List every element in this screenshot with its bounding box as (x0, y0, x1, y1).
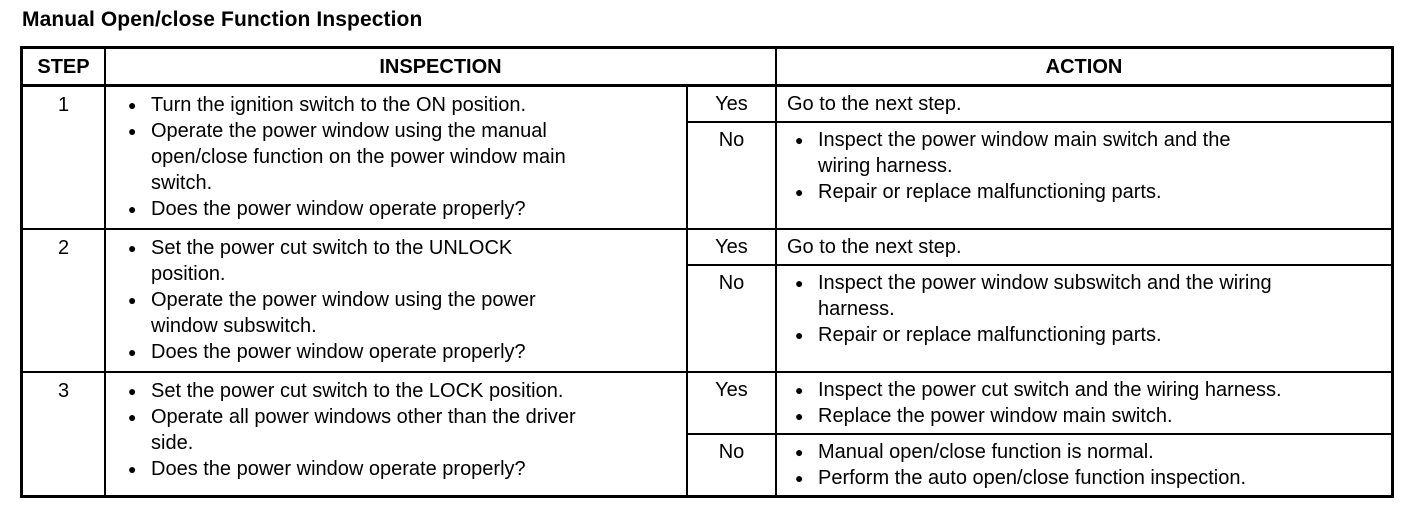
inspection-cell: ● Turn the ignition switch to the ON posi… (106, 87, 688, 228)
header-step: STEP (23, 49, 106, 84)
answer-cell: No (688, 123, 777, 228)
table-row: 3 ● Set the power cut switch to the LOCK p… (23, 373, 1391, 495)
action-item-text: Perform the auto open/close function ins… (818, 467, 1247, 489)
table-row: 2 ● Set the power cut switch to the UNLOCK… (23, 230, 1391, 373)
branches: Yes Go to the next step. No ● Inspect the po… (688, 87, 1391, 228)
inspection-item-text: Set the power cut switch to the UNLOCK p… (151, 237, 513, 285)
bullet-icon: ● (128, 409, 137, 425)
table-body: 1 ● Turn the ignition switch to the ON pos… (23, 87, 1391, 495)
answer-cell: Yes (688, 87, 777, 121)
bullet-icon: ● (128, 461, 137, 477)
inspection-item-text: Does the power window operate properly? (151, 458, 526, 480)
bullet-icon: ● (128, 292, 137, 308)
branch-row: No ● Inspect the power window main switch … (688, 123, 1391, 228)
action-cell: ● Inspect the power window subswitch and … (777, 266, 1391, 371)
action-item: ● Inspect the power cut switch and the wi… (777, 377, 1383, 403)
bullet-icon: ● (128, 344, 137, 360)
bullet-icon: ● (128, 97, 137, 113)
action-cell: Go to the next step. (777, 230, 1391, 264)
step-cell: 1 (23, 87, 106, 228)
action-item-text: Repair or replace malfunctioning parts. (818, 324, 1162, 346)
inspection-item: ● Turn the ignition switch to the ON posi… (106, 92, 662, 118)
bullet-icon: ● (795, 327, 804, 343)
inspection-cell: ● Set the power cut switch to the LOCK po… (106, 373, 688, 495)
inspection-item-text: Turn the ignition switch to the ON posit… (151, 94, 526, 116)
bullet-icon: ● (795, 184, 804, 200)
bullet-icon: ● (128, 383, 137, 399)
action-cell: ● Manual open/close function is normal. ● P… (777, 435, 1391, 495)
action-cell: ● Inspect the power cut switch and the wi… (777, 373, 1391, 433)
inspection-item: ● Set the power cut switch to the UNLOCK … (106, 235, 662, 287)
bullet-icon: ● (128, 201, 137, 217)
action-item-text: Inspect the power cut switch and the wir… (818, 379, 1282, 401)
inspection-item: ● Does the power window operate properly? (106, 196, 662, 222)
branches: Yes Go to the next step. No ● Inspect the po… (688, 230, 1391, 371)
manual-page: Manual Open/close Function Inspection ST… (20, 8, 1394, 498)
step-cell: 3 (23, 373, 106, 495)
header-action: ACTION (1045, 56, 1123, 78)
step-cell: 2 (23, 230, 106, 371)
action-item-text: Repair or replace malfunctioning parts. (818, 181, 1162, 203)
inspection-item-text: Operate the power window using the manua… (151, 120, 566, 194)
action-cell: Go to the next step. (777, 87, 1391, 121)
inspection-item: ● Operate the power window using the powe… (106, 287, 662, 339)
answer-cell: Yes (688, 373, 777, 433)
answer-cell: Yes (688, 230, 777, 264)
action-cell: ● Inspect the power window main switch an… (777, 123, 1391, 228)
bullet-icon: ● (795, 470, 804, 486)
bullet-icon: ● (795, 132, 804, 148)
answer-cell: No (688, 266, 777, 371)
action-item: ● Repair or replace malfunctioning parts. (777, 322, 1383, 348)
header-inspection: INSPECTION (106, 49, 777, 84)
action-item-text: Manual open/close function is normal. (818, 441, 1154, 463)
inspection-item-text: Operate the power window using the power… (151, 289, 536, 337)
bullet-icon: ● (795, 444, 804, 460)
action-item: ● Replace the power window main switch. (777, 403, 1383, 429)
inspection-item-text: Operate all power windows other than the… (151, 406, 576, 454)
bullet-icon: ● (795, 408, 804, 424)
inspection-item-text: Does the power window operate properly? (151, 198, 526, 220)
action-item: ● Inspect the power window subswitch and … (777, 270, 1383, 322)
table-header-row: STEP INSPECTION ACTION (23, 49, 1391, 87)
inspection-table: STEP INSPECTION ACTION 1 ● Turn the igniti… (20, 46, 1394, 498)
branch-row: Yes Go to the next step. (688, 87, 1391, 123)
action-item: ● Manual open/close function is normal. (777, 439, 1383, 465)
inspection-item-text: Does the power window operate properly? (151, 341, 526, 363)
inspection-item: ● Does the power window operate properly? (106, 456, 662, 482)
table-row: 1 ● Turn the ignition switch to the ON pos… (23, 87, 1391, 230)
branch-row: No ● Manual open/close function is normal.… (688, 435, 1391, 495)
inspection-item: ● Operate all power windows other than th… (106, 404, 662, 456)
action-item: ● Perform the auto open/close function in… (777, 465, 1383, 491)
action-item: ● Inspect the power window main switch an… (777, 127, 1383, 179)
inspection-cell: ● Set the power cut switch to the UNLOCK … (106, 230, 688, 371)
inspection-item: ● Set the power cut switch to the LOCK po… (106, 378, 662, 404)
action-item: ● Repair or replace malfunctioning parts. (777, 179, 1383, 205)
action-text: Go to the next step. (787, 93, 962, 115)
branch-row: Yes ● Inspect the power cut switch and the… (688, 373, 1391, 435)
action-item-text: Replace the power window main switch. (818, 405, 1173, 427)
action-item-text: Inspect the power window main switch and… (818, 129, 1231, 177)
branches: Yes ● Inspect the power cut switch and the… (688, 373, 1391, 495)
branch-row: No ● Inspect the power window subswitch an… (688, 266, 1391, 371)
bullet-icon: ● (795, 382, 804, 398)
bullet-icon: ● (128, 240, 137, 256)
bullet-icon: ● (128, 123, 137, 139)
branch-row: Yes Go to the next step. (688, 230, 1391, 266)
inspection-item: ● Operate the power window using the manu… (106, 118, 662, 196)
action-text: Go to the next step. (787, 236, 962, 258)
action-item-text: Inspect the power window subswitch and t… (818, 272, 1272, 320)
bullet-icon: ● (795, 275, 804, 291)
answer-cell: No (688, 435, 777, 495)
page-title: Manual Open/close Function Inspection (22, 8, 423, 31)
inspection-item: ● Does the power window operate properly? (106, 339, 662, 365)
inspection-item-text: Set the power cut switch to the LOCK pos… (151, 380, 564, 402)
